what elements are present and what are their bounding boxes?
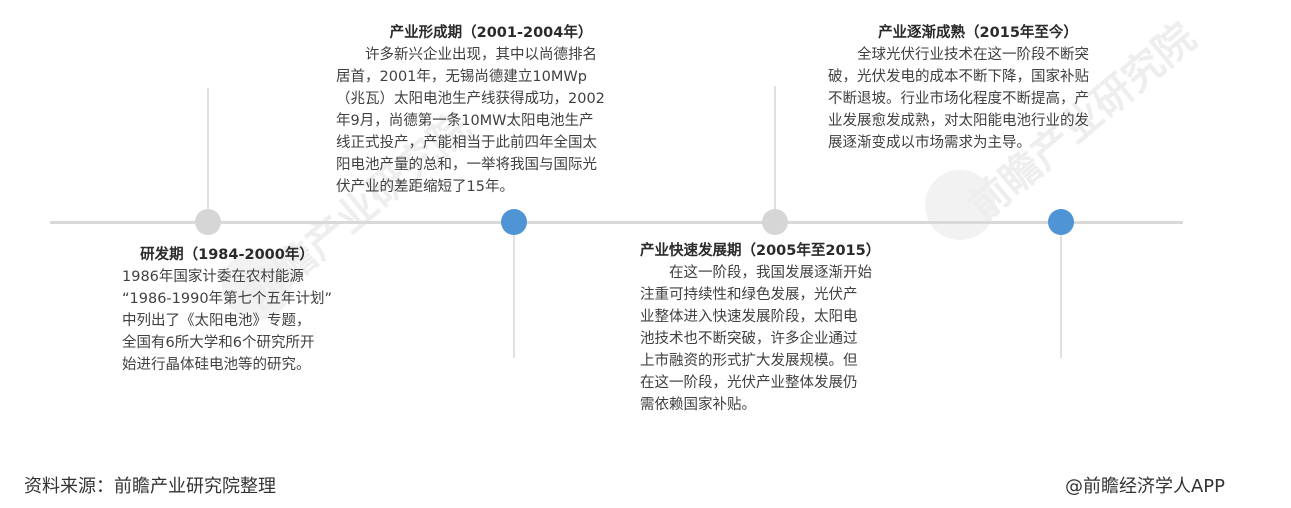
stage-block-4: 产业逐渐成熟（2015年至今） 全球光伏行业技术在这一阶段不断突 破，光伏发电的… [828, 22, 1188, 154]
stage-description: 全球光伏行业技术在这一阶段不断突 破，光伏发电的成本不断下降，国家补贴 不断退坡… [828, 47, 1089, 151]
credit-label: @前瞻经济学人APP [1064, 476, 1225, 497]
timeline-node-3 [762, 209, 788, 235]
stage-description: 1986年国家计委在农村能源 “1986-1990年第七个五年计划” 中列出了《… [122, 269, 333, 373]
stage-title: 研发期（1984-2000年） [140, 247, 314, 263]
source-note: 资料来源：前瞻产业研究院整理 [24, 476, 276, 497]
stage-description: 许多新兴企业出现，其中以尚德排名 居首，2001年，无锡尚德建立10MWp （兆… [336, 47, 605, 195]
stage-description: 在这一阶段，我国发展逐渐开始 注重可持续性和绿色发展，光伏产 业整体进入快速发展… [640, 265, 872, 413]
stage-block-3: 产业快速发展期（2005年至2015） 在这一阶段，我国发展逐渐开始 注重可持续… [640, 240, 940, 416]
timeline-node-4 [1048, 209, 1074, 235]
connector-stage-3 [774, 86, 776, 222]
stage-block-2: 产业形成期（2001-2004年） 许多新兴企业出现，其中以尚德排名 居首，20… [336, 22, 696, 198]
stage-title: 产业逐渐成熟（2015年至今） [878, 25, 1078, 41]
connector-stage-4 [1060, 222, 1062, 358]
stage-title: 产业快速发展期（2005年至2015） [640, 243, 881, 259]
timeline-axis [50, 221, 1183, 224]
timeline-node-1 [195, 209, 221, 235]
timeline-node-2 [501, 209, 527, 235]
watermark-logo-icon [925, 170, 995, 240]
connector-stage-1 [207, 88, 209, 222]
stage-title: 产业形成期（2001-2004年） [389, 25, 593, 41]
stage-block-1: 研发期（1984-2000年） 1986年国家计委在农村能源 “1986-199… [122, 244, 362, 376]
connector-stage-2 [513, 222, 515, 358]
watermark-logo-icon [222, 250, 292, 320]
